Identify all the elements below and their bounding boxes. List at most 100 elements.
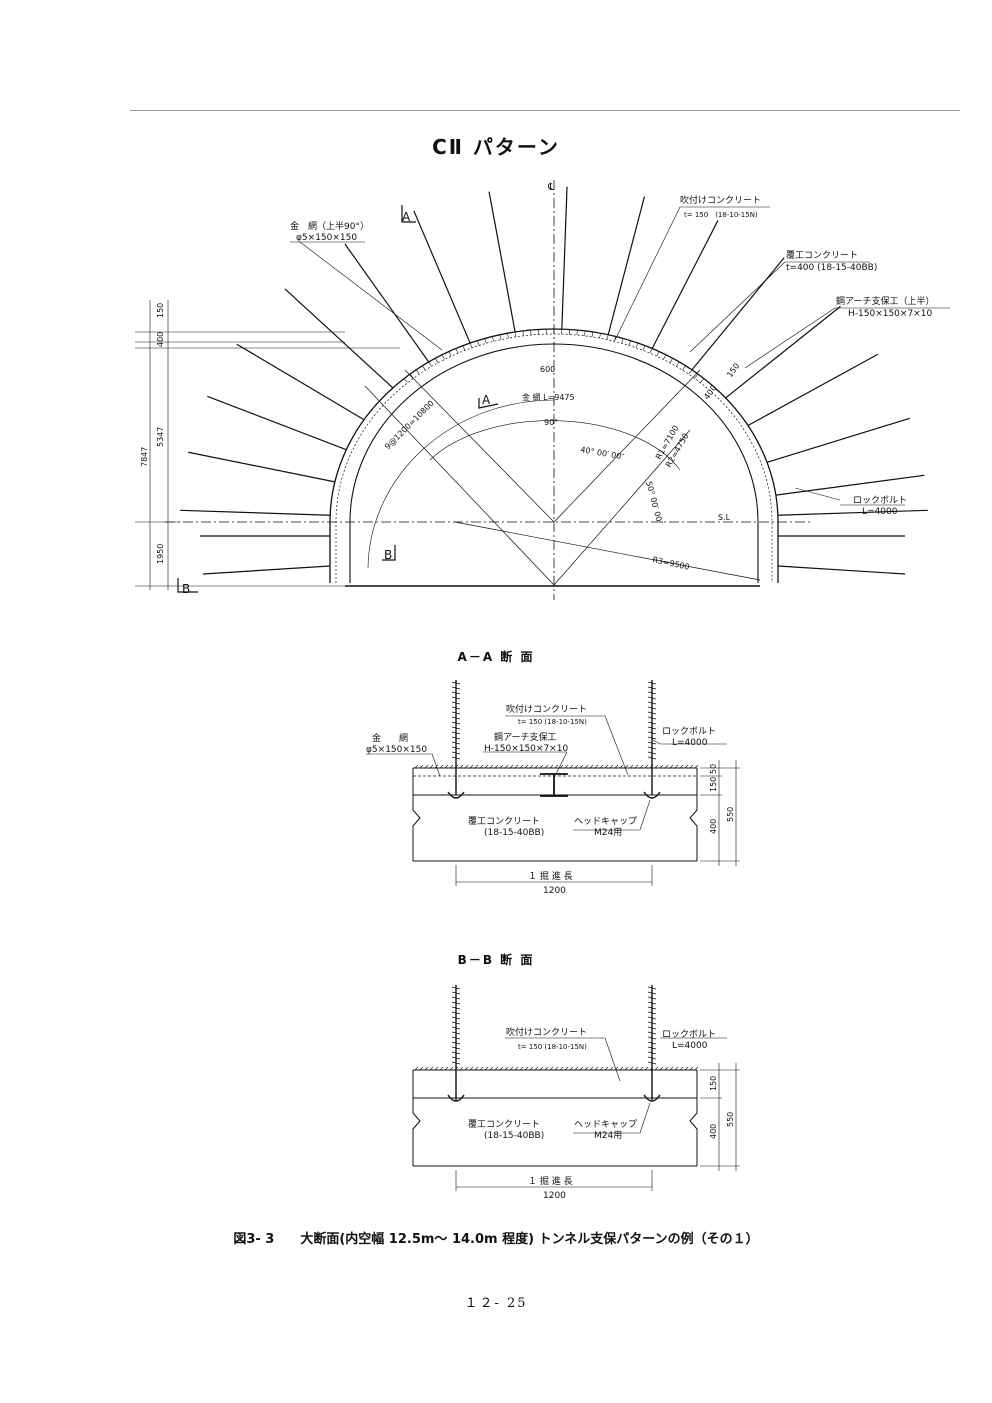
bb-label-head-cap: ヘッドキャップ bbox=[574, 1119, 637, 1130]
label-rock-bolt: ロックボルト bbox=[853, 495, 907, 506]
hatch-tick bbox=[682, 365, 686, 371]
section-aa-title: A－A 断 面 bbox=[457, 650, 535, 664]
dim-50deg: 50° 00′ 00″ bbox=[644, 480, 664, 525]
hatch-tick bbox=[674, 764, 679, 769]
hatch-tick bbox=[624, 1066, 629, 1071]
hatch-tick bbox=[477, 340, 480, 346]
label-wire-mesh: 金 網（上半90°） bbox=[290, 220, 369, 232]
figure-caption: 図3- 3 大断面(内空幅 12.5m～ 14.0m 程度) トンネル支保パター… bbox=[233, 1232, 759, 1247]
bb-dim-1200: 1200 bbox=[543, 1191, 566, 1201]
cut-a-mid-label: A bbox=[482, 393, 491, 407]
hatch-tick bbox=[464, 764, 469, 769]
dim-400: 400 bbox=[156, 332, 165, 347]
bolt-thread bbox=[451, 1021, 461, 1025]
bolt-thread bbox=[451, 716, 461, 720]
hatch-tick bbox=[674, 1066, 679, 1071]
bolt-thread bbox=[647, 706, 657, 710]
rock-bolt bbox=[777, 565, 906, 575]
hatch-tick bbox=[454, 1066, 459, 1071]
hatch-tick bbox=[419, 764, 424, 769]
hatch-tick bbox=[684, 1066, 689, 1071]
hatch-tick bbox=[554, 1066, 559, 1071]
hatch-tick bbox=[624, 764, 629, 769]
hatch-tick bbox=[574, 764, 579, 769]
hatch-tick bbox=[519, 1066, 524, 1071]
hatch-tick bbox=[409, 373, 414, 379]
aa-label-shotcrete-spec: t= 150 (18-10-15N) bbox=[518, 718, 587, 726]
hatch-tick bbox=[484, 338, 487, 344]
bolt-thread bbox=[647, 741, 657, 745]
hatch-tick bbox=[659, 1066, 664, 1071]
hatch-tick bbox=[664, 764, 669, 769]
hatch-tick bbox=[549, 1066, 554, 1071]
hatch-tick bbox=[559, 764, 564, 769]
bolt-thread bbox=[451, 706, 461, 710]
label-rock-bolt-spec: L=4000 bbox=[862, 507, 898, 517]
hatch-tick bbox=[594, 1066, 599, 1071]
section-aa-diagram: 吹付けコンクリート t= 150 (18-10-15N) 鋼アーチ支保工 H-1… bbox=[366, 680, 740, 896]
rock-bolt bbox=[202, 565, 331, 575]
label-shotcrete: 吹付けコンクリート bbox=[680, 194, 761, 206]
hatch-tick bbox=[448, 351, 452, 357]
section-bb-title: B－B 断 面 bbox=[457, 953, 535, 967]
hatch-tick bbox=[604, 764, 609, 769]
bolt-threads bbox=[451, 681, 657, 760]
aa-label-rock-bolt: ロックボルト bbox=[662, 726, 716, 737]
bolt-thread bbox=[451, 721, 461, 725]
bolt-thread bbox=[451, 731, 461, 735]
hatch-tick bbox=[449, 764, 454, 769]
label-steel-arch-spec: H-150×150×7×10 bbox=[848, 309, 932, 319]
hatch-tick bbox=[534, 764, 539, 769]
hatch-tick bbox=[434, 1066, 439, 1071]
hatch-tick bbox=[621, 338, 624, 344]
hatch-tick bbox=[479, 764, 484, 769]
bolt-thread bbox=[451, 686, 461, 690]
dim-7847: 7847 bbox=[140, 447, 149, 467]
hatch-tick bbox=[504, 1066, 509, 1071]
surface-hatch bbox=[414, 764, 699, 769]
hatch-tick bbox=[649, 764, 654, 769]
bolt-thread bbox=[451, 696, 461, 700]
bb-label-advance: １ 掘 進 長 bbox=[528, 1175, 573, 1187]
aa-dim-1200: 1200 bbox=[543, 886, 566, 896]
hatch-tick bbox=[459, 764, 464, 769]
hatch-tick bbox=[628, 340, 631, 346]
hatch-tick bbox=[644, 764, 649, 769]
hatch-tick bbox=[694, 373, 699, 379]
rock-bolt bbox=[188, 451, 336, 483]
section-bb-diagram: 吹付けコンクリート t= 150 (18-10-15N) ロックボルト L=40… bbox=[412, 985, 740, 1201]
hatch-tick bbox=[491, 336, 494, 342]
aa-label-advance: １ 掘 進 長 bbox=[528, 870, 573, 882]
cut-b-left-marker bbox=[177, 578, 198, 593]
dim-150-right: 150 bbox=[725, 361, 741, 379]
hatch-tick bbox=[529, 1066, 534, 1071]
cut-b-right-label: B bbox=[384, 548, 392, 562]
hatch-tick bbox=[499, 1066, 504, 1071]
hatch-tick bbox=[484, 1066, 489, 1071]
hatch-tick bbox=[619, 1066, 624, 1071]
hatch-tick bbox=[514, 331, 517, 337]
hatch-tick bbox=[489, 1066, 494, 1071]
hatch-tick bbox=[435, 358, 439, 363]
rock-bolt bbox=[561, 186, 568, 330]
head-cap-right bbox=[643, 1094, 661, 1102]
leader-wire-mesh bbox=[299, 241, 443, 351]
bolt-thread bbox=[451, 1041, 461, 1045]
hatch-tick bbox=[414, 1066, 419, 1071]
hatch-tick bbox=[441, 354, 445, 360]
bolt-thread bbox=[647, 746, 657, 750]
hatch-tick bbox=[634, 1066, 639, 1071]
aa-label-steel-arch-spec: H-150×150×7×10 bbox=[484, 744, 568, 754]
aa-dim-550: 550 bbox=[726, 807, 735, 822]
hatch-tick bbox=[694, 764, 699, 769]
hatch-tick bbox=[539, 764, 544, 769]
rock-bolts bbox=[180, 186, 928, 575]
bolt-thread bbox=[451, 711, 461, 715]
hatch-tick bbox=[669, 1066, 674, 1071]
hatch-tick bbox=[579, 1066, 584, 1071]
cut-b-right-marker bbox=[382, 545, 396, 561]
hatch-tick bbox=[584, 764, 589, 769]
bolt-thread bbox=[647, 751, 657, 755]
dim-40deg: 40° 00′ 00″ bbox=[580, 445, 625, 462]
hatch-tick bbox=[499, 764, 504, 769]
